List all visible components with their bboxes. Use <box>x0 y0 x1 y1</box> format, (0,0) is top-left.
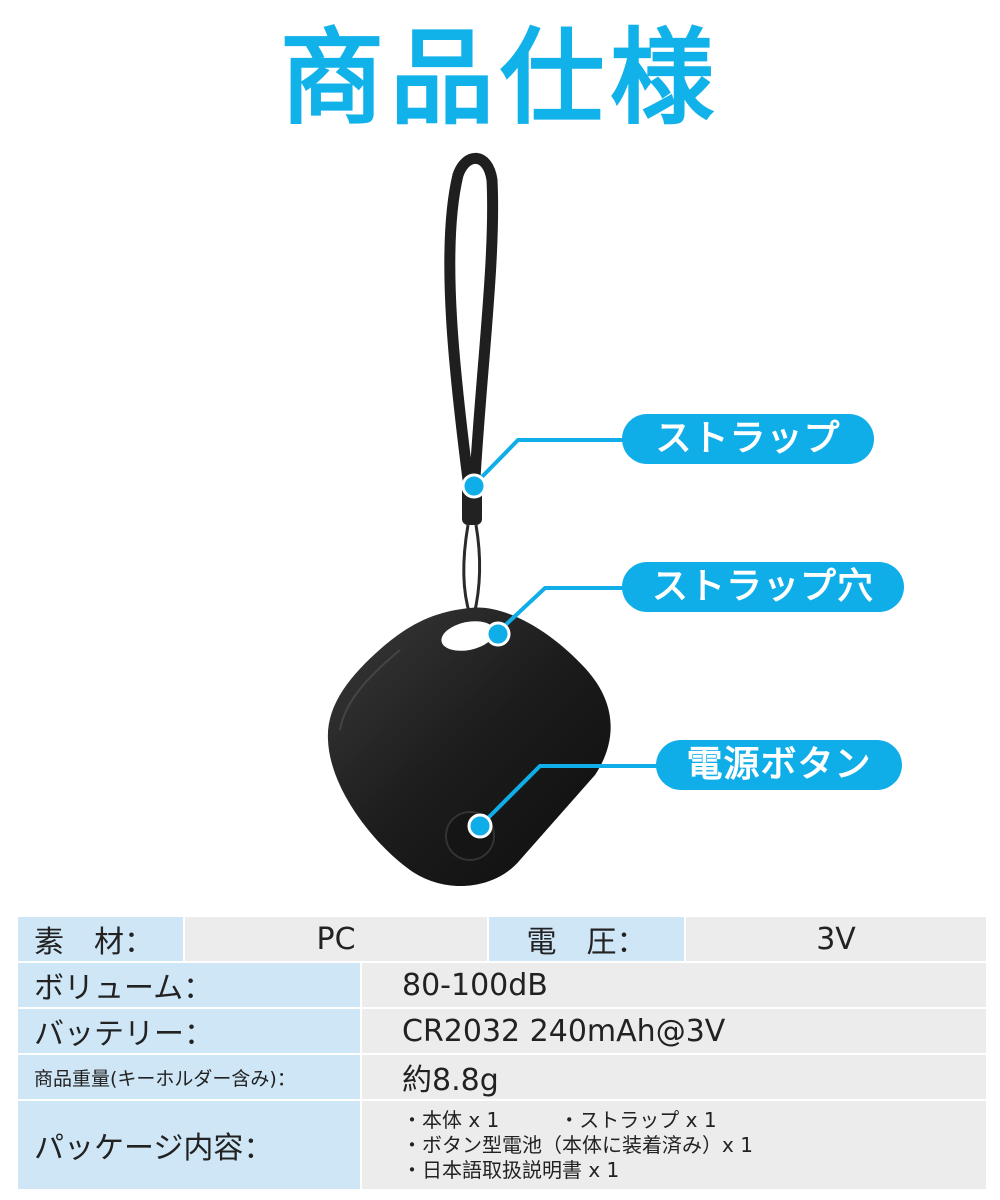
strap-hole <box>441 621 495 651</box>
spec-row-battery: バッテリー： CR2032 240mAh@3V <box>18 1009 987 1053</box>
weight-value: 約8.8g <box>362 1055 987 1099</box>
device-body <box>327 607 611 887</box>
spec-row-volume: ボリューム： 80-100dB <box>18 963 987 1007</box>
battery-value: CR2032 240mAh@3V <box>362 1009 987 1053</box>
spec-row-material-voltage: 素 材： PC 電 圧： 3V <box>18 917 987 961</box>
spec-table: 素 材： PC 電 圧： 3V ボリューム： 80-100dB バッテリー： C… <box>16 915 988 1191</box>
package-item: ・ボタン型電池（本体に装着済み）x 1 <box>402 1132 753 1157</box>
package-label: パッケージ内容： <box>18 1101 360 1189</box>
voltage-label: 電 圧： <box>489 917 685 961</box>
callout-strap: ストラップ <box>622 414 874 464</box>
voltage-value: 3V <box>686 917 987 961</box>
callout-dots <box>461 473 511 839</box>
material-value: PC <box>185 917 488 961</box>
battery-label: バッテリー： <box>18 1009 360 1053</box>
material-label: 素 材： <box>18 917 183 961</box>
product-illustration <box>327 152 660 887</box>
weight-label: 商品重量(キーホルダー含み)： <box>18 1055 360 1099</box>
callout-power-button: 電源ボタン <box>656 740 902 790</box>
callout-strap-hole: ストラップ穴 <box>622 562 904 612</box>
package-items: ・本体 x 1 ・ストラップ x 1 ・ボタン型電池（本体に装着済み）x 1 ・… <box>362 1101 987 1189</box>
callout-leaders <box>472 438 660 828</box>
package-item: ・日本語取扱説明書 x 1 <box>402 1157 620 1182</box>
volume-label: ボリューム： <box>18 963 360 1007</box>
strap <box>444 152 499 616</box>
volume-value: 80-100dB <box>362 963 987 1007</box>
package-item: ・本体 x 1 ・ストラップ x 1 <box>402 1107 717 1132</box>
page-title: 商品仕様 <box>279 17 720 139</box>
spec-row-weight: 商品重量(キーホルダー含み)： 約8.8g <box>18 1055 987 1099</box>
spec-row-package: パッケージ内容： ・本体 x 1 ・ストラップ x 1 ・ボタン型電池（本体に装… <box>18 1101 987 1189</box>
